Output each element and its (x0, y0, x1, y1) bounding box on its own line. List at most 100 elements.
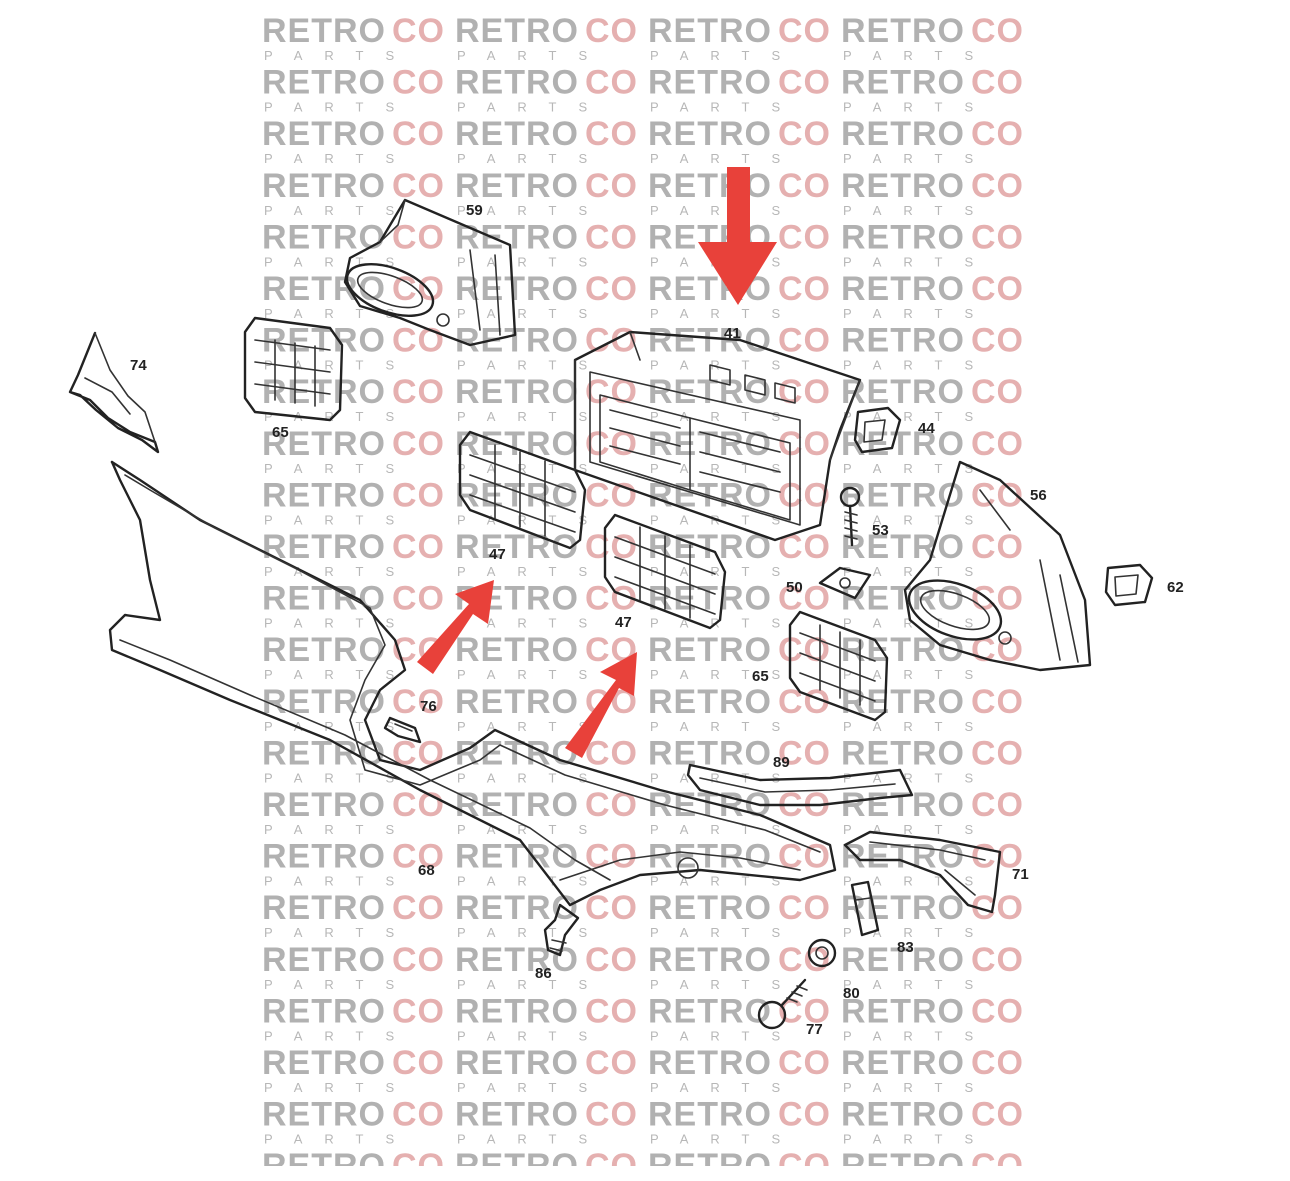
callout-80: 80 (843, 985, 860, 1002)
watermark-co-72: CO (392, 941, 445, 979)
watermark-parts-87: PARTS (843, 1132, 995, 1147)
watermark-co-13: CO (585, 167, 638, 205)
watermark-co-52: CO (392, 683, 445, 721)
callout-65-right: 65 (752, 668, 769, 685)
watermark-co-75: CO (971, 941, 1024, 979)
watermark-parts-74: PARTS (650, 977, 802, 992)
watermark-co-86: CO (778, 1096, 831, 1134)
part-74-drawing (68, 331, 160, 454)
callout-53: 53 (872, 522, 889, 539)
watermark-retro-19: RETRO (841, 218, 965, 256)
watermark-parts-75: PARTS (843, 977, 995, 992)
watermark-retro-50: RETRO (648, 631, 772, 669)
highlight-arrows (417, 167, 777, 758)
watermark-retro-87: RETRO (841, 1096, 965, 1134)
watermark-retro-67: RETRO (841, 838, 965, 876)
watermark-parts-34: PARTS (650, 461, 802, 476)
watermark-parts-4: PARTS (264, 100, 416, 115)
watermark-parts-60: PARTS (264, 822, 416, 837)
watermark-retro-91: RETRO (841, 1147, 965, 1181)
watermark-parts-2: PARTS (650, 48, 802, 63)
watermark-retro-3: RETRO (841, 12, 965, 50)
watermark-retro-0: RETRO (262, 12, 386, 50)
part-65a-drawing (243, 316, 344, 422)
watermark-retro-36: RETRO (262, 476, 386, 514)
watermark-parts-58: PARTS (650, 770, 802, 785)
watermark-parts-51: PARTS (843, 667, 995, 682)
callout-47-left: 47 (489, 546, 506, 563)
watermark-co-77: CO (585, 992, 638, 1030)
part-41-drawing (573, 330, 862, 542)
watermark-parts-65: PARTS (457, 874, 609, 889)
watermark-parts-38: PARTS (650, 512, 802, 527)
watermark-co-42: CO (778, 528, 831, 566)
watermark-parts-56: PARTS (264, 770, 416, 785)
callout-89: 89 (773, 754, 790, 771)
watermark-co-64: CO (392, 838, 445, 876)
watermark-retro-41: RETRO (455, 528, 579, 566)
callout-47-right: 47 (615, 614, 632, 631)
watermark-retro-80: RETRO (262, 1044, 386, 1082)
watermark-co-90: CO (778, 1147, 831, 1181)
watermark-retro-43: RETRO (841, 528, 965, 566)
watermark-parts-5: PARTS (457, 100, 609, 115)
watermark-retro-64: RETRO (262, 838, 386, 876)
watermark-co-38: CO (778, 476, 831, 514)
watermark-retro-69: RETRO (455, 889, 579, 927)
watermark-parts-82: PARTS (650, 1080, 802, 1095)
watermark-retro-66: RETRO (648, 838, 772, 876)
watermark-parts-77: PARTS (457, 1028, 609, 1043)
part-76-drawing (383, 716, 422, 744)
part-89-drawing (686, 763, 914, 807)
watermark-retro-89: RETRO (455, 1147, 579, 1181)
watermark-parts-43: PARTS (843, 564, 995, 579)
watermark-parts-19: PARTS (843, 254, 995, 269)
part-86-drawing (543, 903, 580, 957)
callout-76: 76 (420, 698, 437, 715)
watermark-co-66: CO (778, 838, 831, 876)
watermark-parts-9: PARTS (457, 151, 609, 166)
watermark-retro-51: RETRO (841, 631, 965, 669)
watermark-co-22: CO (778, 270, 831, 308)
part-56-drawing (903, 460, 1092, 672)
watermark-parts-6: PARTS (650, 100, 802, 115)
watermark-parts-15: PARTS (843, 203, 995, 218)
watermark-retro-70: RETRO (648, 889, 772, 927)
watermark-parts-68: PARTS (264, 925, 416, 940)
watermark-retro-10: RETRO (648, 115, 772, 153)
watermark-retro-26: RETRO (648, 322, 772, 360)
watermark-parts-29: PARTS (457, 409, 609, 424)
arrow-down-to-41 (698, 167, 777, 305)
watermark-parts-10: PARTS (650, 151, 802, 166)
part-83-drawing (850, 880, 880, 937)
watermark-co-6: CO (778, 64, 831, 102)
watermark-retro-59: RETRO (841, 734, 965, 772)
watermark-parts-59: PARTS (843, 770, 995, 785)
watermark-co-2: CO (778, 12, 831, 50)
watermark-parts-85: PARTS (457, 1132, 609, 1147)
watermark-parts-64: PARTS (264, 874, 416, 889)
watermark-co-60: CO (392, 786, 445, 824)
watermark-retro-4: RETRO (262, 64, 386, 102)
callout-86: 86 (535, 965, 552, 982)
watermark-co-0: CO (392, 12, 445, 50)
watermark-co-63: CO (971, 786, 1024, 824)
watermark-retro-88: RETRO (262, 1147, 386, 1181)
watermark-parts-25: PARTS (457, 358, 609, 373)
watermark-parts-35: PARTS (843, 461, 995, 476)
watermark-retro-85: RETRO (455, 1096, 579, 1134)
watermark-co-34: CO (778, 425, 831, 463)
watermark-parts-21: PARTS (457, 306, 609, 321)
watermark-parts-48: PARTS (264, 667, 416, 682)
watermark-parts-23: PARTS (843, 306, 995, 321)
watermark-retro-60: RETRO (262, 786, 386, 824)
watermark-co-31: CO (971, 373, 1024, 411)
watermark-parts-54: PARTS (650, 719, 802, 734)
watermark-retro-25: RETRO (455, 322, 579, 360)
watermark-co-82: CO (778, 1044, 831, 1082)
watermark-co-12: CO (392, 167, 445, 205)
part-53-drawing (839, 486, 861, 547)
watermark-retro-6: RETRO (648, 64, 772, 102)
watermark-co-20: CO (392, 270, 445, 308)
watermark-parts-83: PARTS (843, 1080, 995, 1095)
